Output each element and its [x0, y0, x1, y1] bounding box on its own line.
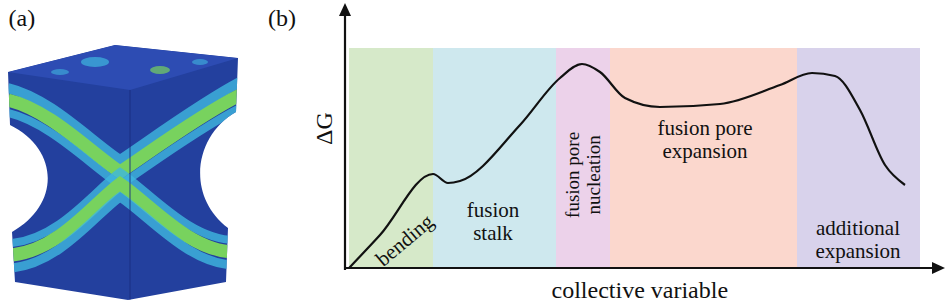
- membrane-render: [0, 30, 250, 306]
- panel-label: (b): [268, 5, 296, 32]
- axis-title: collective variable: [552, 277, 729, 304]
- stage-band: bending: [349, 48, 433, 268]
- stage-label: fusion pore expansion: [646, 117, 764, 163]
- y-axis: [344, 12, 346, 270]
- panel-label: (a): [9, 5, 36, 32]
- stage-band: additional expansion: [797, 48, 920, 268]
- stage-band: fusion pore expansion: [610, 48, 797, 268]
- stage-label: fusion pore nucleation: [562, 112, 604, 237]
- stage-band: fusion pore nucleation: [556, 48, 610, 268]
- stage-band: fusion stalk: [433, 48, 556, 268]
- axis-arrowhead: [932, 262, 945, 274]
- stage-label: fusion stalk: [453, 199, 533, 245]
- free-energy-curve: [349, 64, 905, 268]
- axis-arrowhead: [339, 3, 351, 16]
- label-holder: (a): [0, 0, 27, 27]
- x-axis: [344, 267, 936, 269]
- axis-title: ΔG: [310, 112, 337, 145]
- stage-label: additional expansion: [808, 217, 908, 263]
